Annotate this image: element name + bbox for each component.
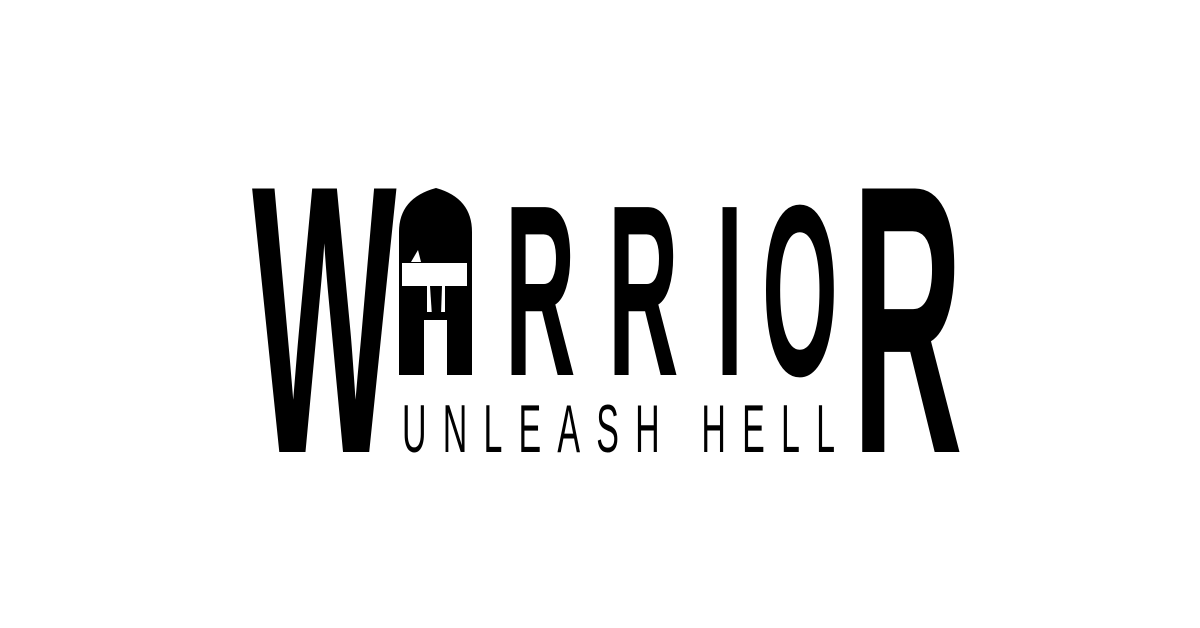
logo-wordmark-letter: O <box>762 156 838 428</box>
logo-wordmark-letter: W <box>252 105 398 533</box>
logo-wordmark-letter: R <box>505 156 575 428</box>
logo-wordmark: WARRIOR <box>252 105 963 533</box>
logo-wordmark-letter: I <box>716 156 743 428</box>
spartan-helmet-icon <box>399 188 472 375</box>
logo-wordmark-letter: R <box>852 105 963 533</box>
logo-wordmark-letter: R <box>608 156 678 428</box>
